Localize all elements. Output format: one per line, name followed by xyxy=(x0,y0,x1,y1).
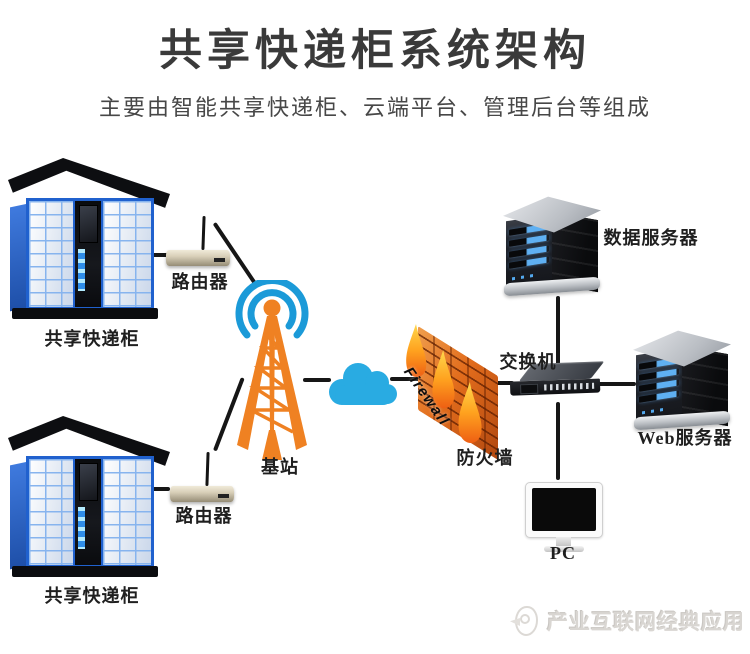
label-pc: PC xyxy=(550,543,576,563)
locker-base xyxy=(12,308,158,319)
connector-switch-pc xyxy=(556,402,560,480)
connector-locker-bottom-router xyxy=(142,487,170,491)
flame-icon xyxy=(406,324,482,443)
locker-console xyxy=(75,459,101,565)
firewall-icon: Firewall xyxy=(398,312,510,462)
server-drive-bay xyxy=(509,245,549,258)
page-subtitle: 主要由智能共享快递柜、云端平台、管理后台等组成 xyxy=(98,95,651,120)
antenna xyxy=(205,451,210,487)
locker-compartments xyxy=(103,201,151,307)
locker-compartments xyxy=(103,459,151,565)
router-body xyxy=(166,250,230,266)
server-drive-bay xyxy=(639,390,679,403)
router-top-icon xyxy=(166,215,242,266)
locker-side-panel xyxy=(10,204,26,312)
monitor-stand xyxy=(556,537,571,546)
locker-screen xyxy=(79,205,98,243)
router-port xyxy=(218,494,229,498)
router-port xyxy=(214,258,225,262)
page-title: 共享快递柜系统架构 xyxy=(159,27,591,75)
pc-monitor-icon xyxy=(523,478,607,564)
cloud-icon xyxy=(329,363,397,405)
locker-compartments xyxy=(29,459,73,565)
locker-top-icon xyxy=(8,158,170,323)
connector-switch-webserver xyxy=(598,382,636,386)
label-base-station: 基站 xyxy=(261,457,299,477)
label-data-server: 数据服务器 xyxy=(603,228,699,248)
connector-locker-top-router xyxy=(142,253,170,257)
locker-front-panel xyxy=(26,198,154,310)
locker-base xyxy=(12,566,158,577)
antenna xyxy=(201,215,206,251)
connector-cloud-firewall xyxy=(390,377,420,381)
data-server-icon xyxy=(503,192,601,300)
locker-console xyxy=(75,201,101,307)
switch-front-face xyxy=(509,378,601,396)
server-drive-bay xyxy=(639,368,679,381)
label-switch: 交换机 xyxy=(499,352,557,372)
label-locker-top: 共享快递柜 xyxy=(44,329,140,349)
router-bottom-icon xyxy=(170,451,246,502)
connector-basestation-cloud xyxy=(303,378,331,382)
watermark: 产业互联网经典应用 xyxy=(515,597,745,645)
label-locker-bottom: 共享快递柜 xyxy=(44,586,140,606)
locker-led-strip xyxy=(78,249,85,291)
monitor-base xyxy=(544,546,584,552)
locker-bottom-icon xyxy=(8,416,170,581)
server-drive-bay xyxy=(639,379,679,392)
locker-led-strip xyxy=(78,507,85,549)
server-drive-bay xyxy=(509,234,549,247)
label-firewall: 防火墙 xyxy=(456,448,514,468)
connector-switch-dataserver xyxy=(556,296,560,366)
label-router-bottom: 路由器 xyxy=(175,506,233,526)
monitor-frame xyxy=(525,482,603,538)
base-station-icon xyxy=(235,280,309,460)
router-body xyxy=(170,486,234,502)
locker-front-panel xyxy=(26,456,154,568)
connector-firewall-switch xyxy=(494,381,514,385)
server-drive-bay xyxy=(509,256,549,269)
web-server-icon xyxy=(633,326,731,434)
server-leds xyxy=(512,273,538,281)
label-web-server: Web服务器 xyxy=(637,428,733,448)
switch-ports xyxy=(544,382,595,391)
server-leds xyxy=(642,407,668,415)
label-router-top: 路由器 xyxy=(171,272,229,292)
locker-side-panel xyxy=(10,462,26,570)
watermark-text: 产业互联网经典应用 xyxy=(547,611,745,634)
monitor-screen xyxy=(532,488,596,531)
locker-compartments xyxy=(29,201,73,307)
locker-screen xyxy=(79,463,98,501)
watermark-logo-icon xyxy=(515,606,538,636)
switch-display xyxy=(520,383,539,395)
